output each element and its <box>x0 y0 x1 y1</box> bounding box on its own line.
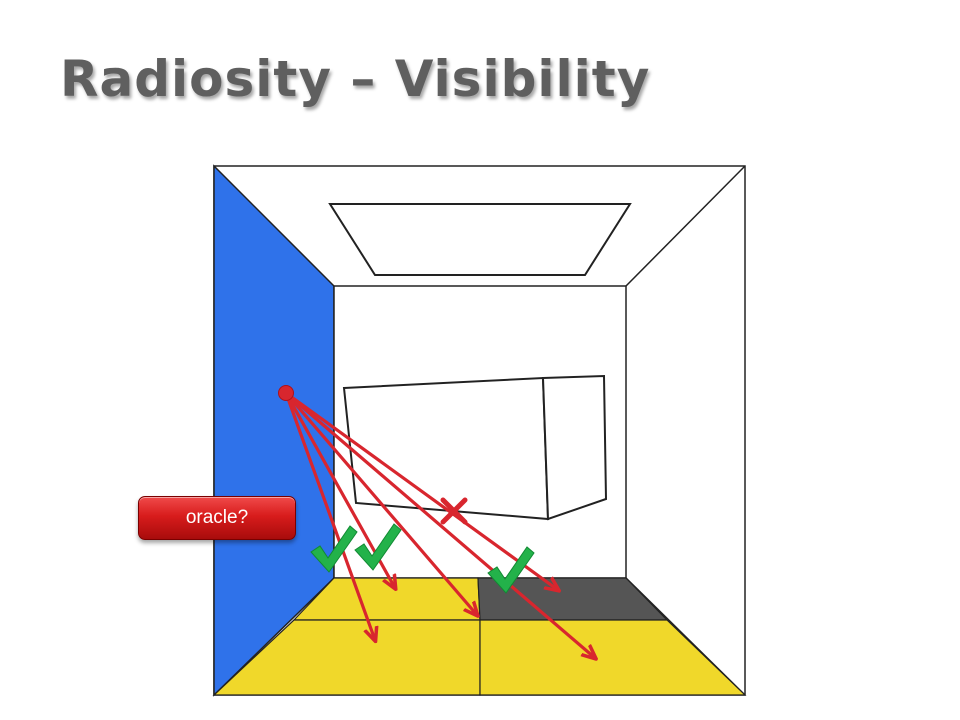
ray-to-front-left <box>284 391 375 640</box>
floor-patch-front-right <box>479 619 747 696</box>
visible-checks <box>310 523 535 594</box>
rays <box>284 391 595 658</box>
cross-icon <box>440 497 468 525</box>
slide-title: Radiosity – Visibility <box>60 50 651 108</box>
ray-to-front-right <box>284 391 595 658</box>
ceiling-light <box>328 203 632 276</box>
check-icon <box>310 525 358 573</box>
check-icon <box>487 546 535 594</box>
occluder-box-side <box>541 374 608 521</box>
source-point <box>278 385 294 401</box>
ray-to-dark-patch <box>284 391 558 590</box>
check-icon <box>354 523 402 571</box>
oracle-button[interactable]: oracle? <box>138 496 296 540</box>
ceiling-right-edge <box>625 165 746 287</box>
ray-to-center <box>284 391 477 615</box>
